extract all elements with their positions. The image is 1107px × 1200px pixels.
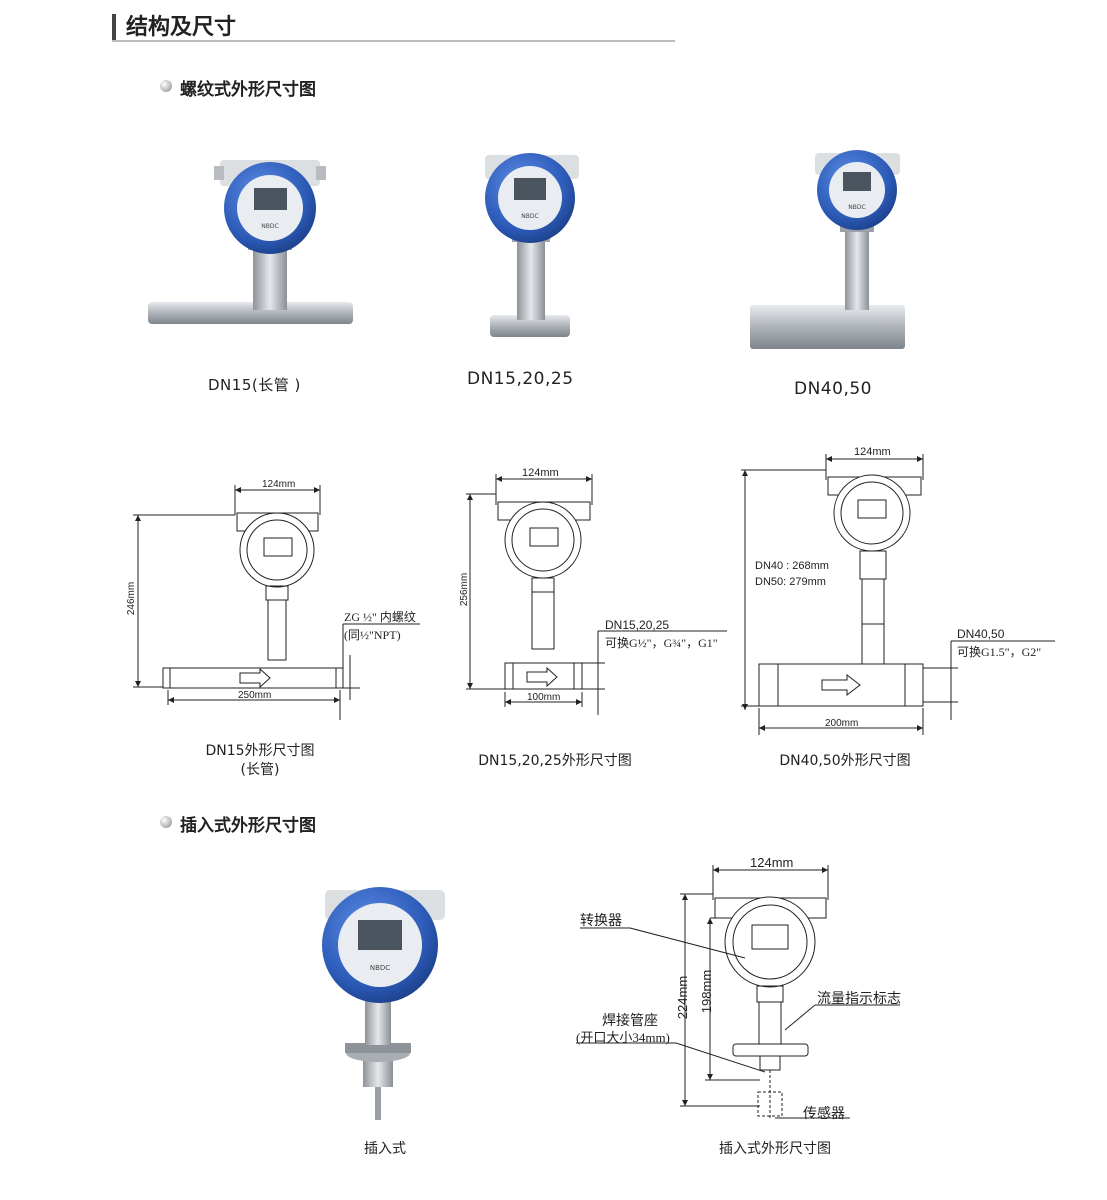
svg-text:NBDC: NBDC: [521, 213, 538, 220]
caption-d1-sub: (长管): [240, 762, 280, 778]
photo-caption-dn15-long: DN15(长管 ): [208, 376, 301, 394]
section-title-thread: 螺纹式外形尺寸图: [180, 80, 316, 100]
photo-dn15-long: NBDC: [148, 160, 353, 324]
note-d3-size: DN40,50: [957, 627, 1005, 641]
label-flow-indicator: 流量指示标志: [817, 992, 901, 1007]
dim-d4-height-inner: 198mm: [699, 969, 715, 1014]
label-weld-seat-size: (开口大小34mm): [576, 1030, 670, 1045]
section-bullet-icon: [160, 80, 172, 92]
caption-d1: DN15外形尺寸图: [205, 743, 315, 759]
dim-d4-height-outer: 224mm: [675, 975, 691, 1020]
header-accent-bar: [112, 14, 116, 40]
photo-insert-type: NBDC: [322, 887, 445, 1120]
dim-d2-width: 124mm: [522, 467, 559, 479]
svg-text:NBDC: NBDC: [261, 223, 278, 230]
label-weld-seat: 焊接管座: [602, 1014, 658, 1029]
note-d1-npt: (同½"NPT): [344, 628, 401, 642]
svg-text:NBDC: NBDC: [848, 204, 865, 211]
label-converter: 转换器: [580, 914, 622, 929]
photo-caption-dn15-25: DN15,20,25: [467, 369, 574, 389]
note-d3-thread: 可换G1.5"，G2": [957, 645, 1042, 659]
photo-dn15-25: NBDC: [485, 153, 579, 337]
dim-d1-length: 250mm: [238, 690, 272, 701]
header-divider: [112, 40, 675, 42]
photo-dn40-50: NBDC: [750, 150, 905, 349]
dim-d3-width: 124mm: [854, 446, 891, 458]
caption-d2: DN15,20,25外形尺寸图: [478, 753, 632, 769]
dim-d3-length: 200mm: [825, 718, 859, 729]
section-title-insert: 插入式外形尺寸图: [180, 816, 316, 836]
page-title: 结构及尺寸: [126, 15, 237, 40]
dim-d1-width: 124mm: [262, 479, 296, 490]
caption-insert-photo: 插入式: [364, 1141, 406, 1157]
note-d1-thread: ZG ½" 内螺纹: [344, 610, 416, 624]
caption-d4: 插入式外形尺寸图: [719, 1141, 831, 1157]
dim-d3-height-dn40: DN40 : 268mm: [755, 560, 829, 572]
caption-d3: DN40,50外形尺寸图: [779, 753, 911, 769]
label-sensor: 传感器: [803, 1107, 845, 1122]
photo-caption-dn40-50: DN40,50: [794, 379, 872, 399]
note-d2-thread: 可换G½"，G¾"，G1": [605, 636, 718, 650]
svg-text:NBDC: NBDC: [370, 964, 390, 972]
section-bullet-icon: [160, 816, 172, 828]
dim-d4-width: 124mm: [750, 855, 794, 870]
note-d2-size: DN15,20,25: [605, 618, 670, 632]
dim-d2-length: 100mm: [527, 692, 561, 703]
dim-d3-height-dn50: DN50: 279mm: [755, 576, 826, 588]
